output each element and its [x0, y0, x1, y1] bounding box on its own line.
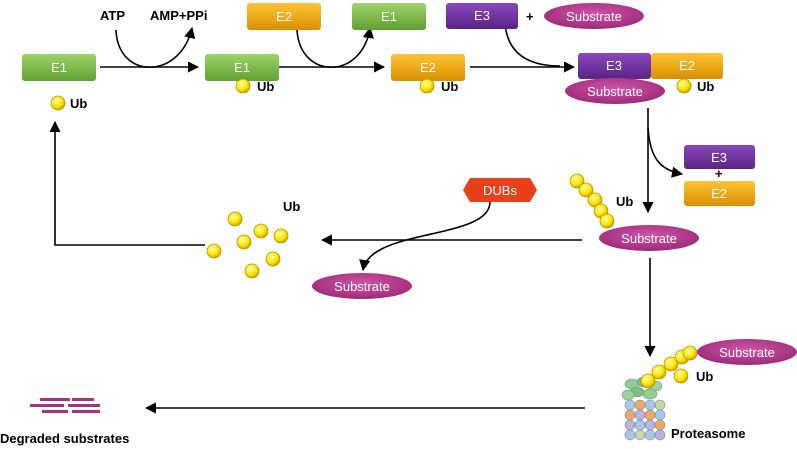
free-ub-cluster — [206, 211, 289, 279]
ub-label-e1: Ub — [257, 79, 274, 94]
amp-ppi-label: AMP+PPi — [150, 8, 207, 23]
e3-label-released: E3 — [711, 150, 727, 165]
dubs-hexagon — [463, 178, 537, 202]
e1-label-free: E1 — [51, 60, 67, 75]
e1-label-ub: E1 — [234, 60, 250, 75]
substrate-oval-ubiquitinated — [599, 225, 699, 251]
ub-ball — [673, 368, 689, 384]
e2-box-complex — [651, 53, 723, 79]
ub-ball — [236, 234, 252, 250]
arrow-dub-curve — [359, 201, 491, 272]
polyub-chain — [569, 173, 615, 229]
ub-ball — [227, 211, 243, 227]
ub-ball — [651, 364, 667, 380]
e2-label-top: E2 — [276, 9, 292, 24]
ub-ball — [569, 173, 585, 189]
e2-box-ub — [391, 54, 465, 81]
arrow-release-e3-e2 — [647, 127, 684, 178]
arrow-recycle-ub — [49, 120, 205, 246]
atp-label: ATP — [100, 8, 125, 23]
e3-box-complex — [578, 53, 651, 79]
ub-ball — [676, 78, 692, 94]
ub-ball — [578, 182, 594, 198]
dubs-label: DUBs — [483, 183, 517, 198]
degraded-label: Degraded substrates — [0, 431, 129, 446]
e2-label-complex: E2 — [679, 58, 695, 73]
ub-ball — [682, 345, 698, 361]
e1-box-ub — [205, 54, 279, 81]
substrate-label-proteasome: Substrate — [719, 345, 775, 360]
ub-label-e2: Ub — [441, 79, 458, 94]
substrate-label-ubiquitinated: Substrate — [621, 231, 677, 246]
substrate-oval-top — [544, 3, 644, 29]
proteasome-label: Proteasome — [671, 426, 745, 441]
ub-label-chain: Ub — [616, 194, 633, 209]
plus-sign-top: + — [526, 9, 534, 24]
substrate-oval-free — [312, 273, 412, 299]
e3-box-released — [684, 145, 755, 169]
e1-box-free — [22, 54, 96, 81]
substrate-label-top: Substrate — [566, 9, 622, 24]
e2-box-released — [684, 181, 755, 206]
e1-box-top — [352, 3, 426, 30]
ub-ball — [599, 213, 615, 229]
e2-label-ub: E2 — [420, 60, 436, 75]
proteasome-icon — [621, 376, 666, 441]
ub-ball — [253, 223, 269, 239]
ub-label-free-cluster: Ub — [283, 199, 300, 214]
degraded-fragments-icon — [30, 398, 100, 413]
e3-box-top — [446, 3, 518, 29]
arrow-e2-e1-curve — [296, 26, 374, 68]
arrows — [49, 23, 684, 414]
e2-box-top — [247, 3, 321, 30]
substrate-oval-proteasome — [697, 339, 797, 365]
arrow-atp-curve — [115, 26, 196, 68]
e3-label-top: E3 — [474, 8, 490, 23]
ub-ball — [50, 95, 66, 111]
ub-ball — [640, 373, 656, 389]
plus-sign-released: + — [715, 166, 723, 181]
ub-label-complex: Ub — [697, 79, 714, 94]
ub-ball — [235, 78, 251, 94]
arrow-e3-substrate-curve — [504, 23, 561, 67]
ub-label-free: Ub — [70, 96, 87, 111]
e2-label-released: E2 — [711, 186, 727, 201]
ub-ball — [273, 228, 289, 244]
e3-label-complex: E3 — [606, 58, 622, 73]
ub-ball — [206, 243, 222, 259]
e1-label-top: E1 — [381, 9, 397, 24]
substrate-oval-complex — [565, 78, 665, 104]
substrate-label-complex: Substrate — [587, 84, 643, 99]
proteasome-polyub-chain — [640, 345, 698, 389]
substrate-label-free: Substrate — [334, 279, 390, 294]
ub-ball — [265, 251, 281, 267]
ub-ball — [419, 78, 435, 94]
ub-ball — [244, 263, 260, 279]
ub-label-proteasome: Ub — [696, 369, 713, 384]
ub-ball — [663, 356, 679, 372]
